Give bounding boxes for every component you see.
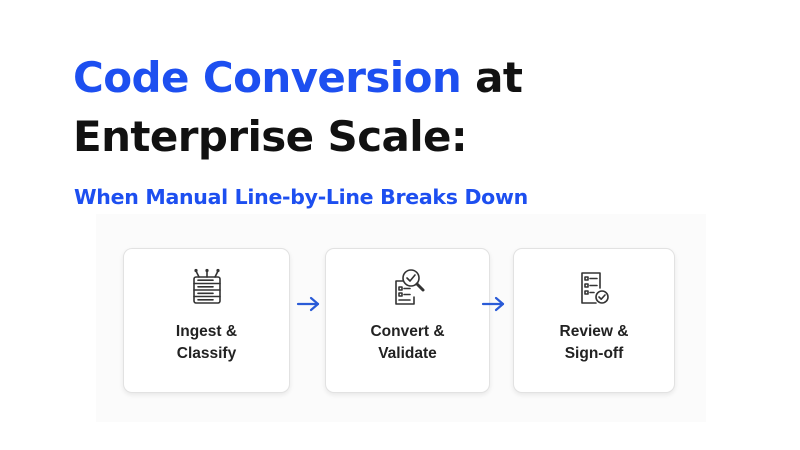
arrow-right-icon [296, 295, 322, 313]
title-rest: at [461, 53, 523, 102]
title-line-2: Enterprise Scale: [73, 112, 468, 161]
document-magnifier-check-icon [388, 267, 428, 307]
title-accent: Code Conversion [73, 53, 462, 102]
step-label-line-1: Review & [559, 323, 629, 340]
step-label-line-2: Classify [176, 345, 237, 362]
checklist-approval-icon [574, 267, 614, 307]
server-rack-icon [187, 267, 227, 307]
subtitle: When Manual Line-by-Line Breaks Down [74, 185, 528, 209]
step-label-line-1: Ingest & [175, 323, 238, 340]
step-card-ingest-classify: Ingest & Classify [123, 248, 290, 393]
step-card-convert-validate: Convert & Validate [325, 248, 490, 393]
step-label-line-2: Sign-off [564, 345, 624, 362]
step-label: Convert & Validate [326, 321, 489, 365]
arrow-right-icon [481, 295, 507, 313]
step-label: Ingest & Classify [124, 321, 289, 365]
step-label-line-2: Validate [378, 345, 437, 362]
step-label: Review & Sign-off [514, 321, 674, 365]
step-label-line-1: Convert & [370, 323, 445, 340]
step-card-review-signoff: Review & Sign-off [513, 248, 675, 393]
